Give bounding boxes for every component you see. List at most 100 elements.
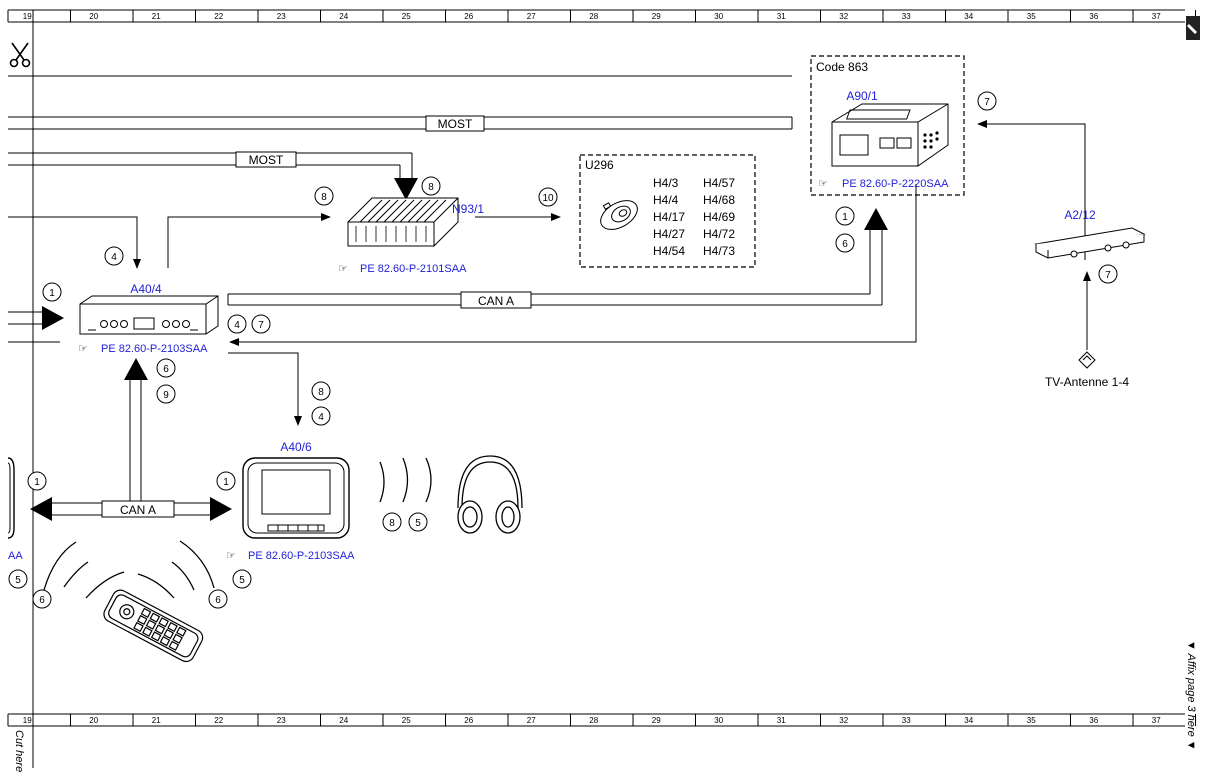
svg-text:5: 5 [15,575,21,586]
signal-line-a404-a406 [228,352,302,426]
ruler-number: 28 [589,12,598,21]
u296-item: H4/57 [703,176,735,190]
svg-text:9: 9 [163,390,169,401]
svg-text:7: 7 [1105,270,1111,281]
ruler-number: 26 [464,716,473,725]
ruler-number: 34 [964,716,973,725]
circled-number: 6 [32,589,52,609]
reference-hand-icon: ☞ [338,263,348,275]
svg-text:7: 7 [258,320,264,331]
ruler-number: 25 [402,716,411,725]
u296-item: H4/27 [653,227,685,241]
ruler-number: 25 [402,12,411,21]
circled-number: 9 [156,384,176,404]
ruler-number: 26 [464,12,473,21]
circled-number: 5 [232,569,252,589]
left-display-partial: AA [7,457,23,562]
circled-number: 1 [27,471,47,491]
a40-6-device: A40/6 [242,440,350,539]
n93-1-device: N93/1 [347,197,484,247]
circled-number: 8 [314,186,334,206]
circled-number: 8 [311,381,331,401]
circled-number: 8 [421,176,441,196]
u296-item: H4/72 [703,227,735,241]
ruler-number: 24 [339,716,348,725]
svg-text:4: 4 [318,412,324,423]
svg-text:4: 4 [111,252,117,263]
svg-text:6: 6 [39,595,45,606]
n93-1-ref[interactable]: ☞ PE 82.60-P-2101SAA [338,263,467,275]
signal-line-a404-n931 [167,213,331,268]
circled-number: 6 [208,589,228,609]
ruler-number: 22 [214,716,223,725]
svg-text:PE 82.60-P-2220SAA: PE 82.60-P-2220SAA [842,178,949,190]
ruler-number: 32 [839,716,848,725]
u296-item: H4/17 [653,210,685,224]
can-a-mid-label: CAN A [478,294,514,308]
circled-number: 7 [1098,264,1118,284]
cut-here-label: Cut here [13,730,25,772]
a40-4-ref[interactable]: ☞ PE 82.60-P-2103SAA [78,343,208,355]
circled-number: 4 [311,406,331,426]
circled-number: 10 [538,187,558,207]
ruler-number: 36 [1089,716,1098,725]
ruler-number: 22 [214,12,223,21]
code-863-label: Code 863 [816,60,868,74]
svg-text:1: 1 [49,288,55,299]
u296-item: H4/54 [653,244,685,258]
a40-6-ref[interactable]: ☞ PE 82.60-P-2103SAA [226,550,355,562]
a90-1-ref[interactable]: ☞ PE 82.60-P-2220SAA [818,178,949,190]
a2-12-label: A2/12 [1064,208,1096,222]
u296-item: H4/68 [703,193,735,207]
svg-text:8: 8 [321,192,327,203]
circled-number: 5 [8,569,28,589]
can-a-bus-bottom: CAN A [30,497,232,521]
input-bus-a404 [8,306,64,330]
signal-line-left [8,216,141,269]
can-a-bottom-label: CAN A [120,503,156,517]
ruler-number: 35 [1027,716,1036,725]
ruler-number: 20 [89,716,98,725]
remote-control-icon [103,589,204,663]
circled-number: 1 [835,206,855,226]
svg-text:10: 10 [542,193,554,204]
circled-number: 5 [408,512,428,532]
n93-1-label: N93/1 [452,202,484,216]
speaker-icon [600,200,638,230]
svg-text:7: 7 [984,97,990,108]
page-tab-icon [1186,16,1200,40]
circled-number: 8 [382,512,402,532]
headphones-icon [457,455,523,534]
circled-number: 1 [42,282,62,302]
svg-text:5: 5 [415,518,421,529]
u296-label: U296 [585,158,614,172]
circled-number: 6 [156,358,176,378]
most-bus-top: MOST [8,115,793,132]
ruler-number: 31 [777,716,786,725]
can-a-bus-mid: CAN A [227,208,888,309]
svg-text:1: 1 [842,212,848,223]
reference-hand-icon: ☞ [226,550,236,562]
svg-text:PE 82.60-P-2103SAA: PE 82.60-P-2103SAA [101,343,208,355]
most-bus-second: MOST [8,151,418,200]
ruler-number: 36 [1089,12,1098,21]
a40-6-label: A40/6 [280,440,312,454]
most-top-label: MOST [438,117,473,131]
signal-line-a901-a404 [229,184,917,346]
ruler-number: 24 [339,12,348,21]
svg-text:4: 4 [234,320,240,331]
ruler-number: 37 [1152,12,1161,21]
svg-text:PE 82.60-P-2101SAA: PE 82.60-P-2101SAA [360,263,467,275]
a40-4-label: A40/4 [130,282,162,296]
reference-hand-icon: ☞ [818,178,828,190]
svg-text:1: 1 [223,477,229,488]
svg-text:6: 6 [842,239,848,250]
u296-item: H4/4 [653,193,679,207]
ruler-number: 28 [589,716,598,725]
